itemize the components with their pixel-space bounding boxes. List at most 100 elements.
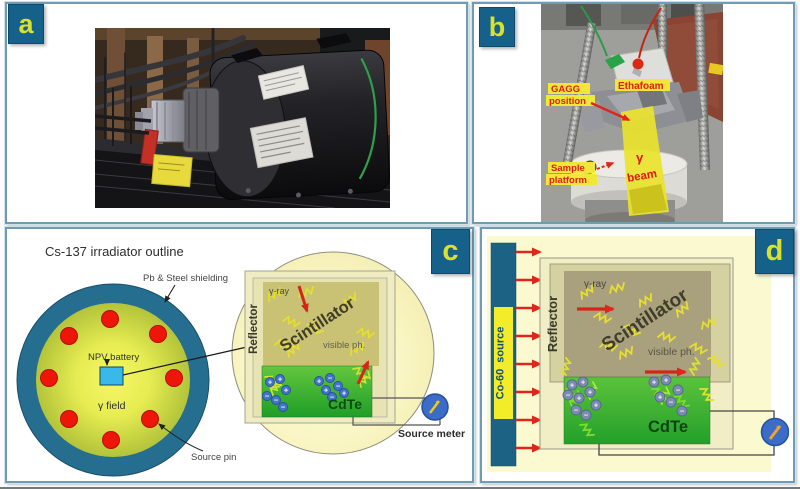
svg-text:+: +	[577, 394, 582, 403]
irradiator-drum	[204, 33, 390, 200]
gamma-ray-arrow	[297, 285, 309, 313]
panel-a	[5, 2, 468, 224]
rail-rods	[95, 86, 152, 146]
svg-text:−: −	[574, 406, 579, 415]
svg-text:Ethafoam: Ethafoam	[618, 81, 664, 92]
red-clip	[632, 58, 644, 70]
plus-charge-icon: +	[590, 399, 602, 411]
source-pin-label: Source pin	[191, 452, 236, 463]
plus-charge-icon: +	[265, 377, 275, 387]
minus-charge-icon: −	[580, 409, 592, 421]
minus-charge-icon: −	[325, 373, 335, 383]
minus-charge-icon: −	[676, 405, 688, 417]
svg-text:+: +	[342, 389, 347, 398]
cdte-label: CdTe	[328, 396, 362, 412]
panel-label-d: d	[755, 229, 794, 274]
minus-charge-icon: −	[271, 395, 281, 405]
svg-text:−: −	[328, 374, 333, 383]
yellow-note	[151, 153, 193, 188]
source-pins	[40, 310, 183, 449]
svg-text:−: −	[265, 392, 270, 401]
co60-diagram: Co-60 source	[487, 236, 789, 472]
svg-text:+: +	[581, 378, 586, 387]
scintillator-block	[263, 282, 379, 366]
minus-charge-icon: −	[327, 392, 337, 402]
plus-charge-icon: +	[573, 392, 585, 404]
plus-charge-icon: +	[566, 379, 578, 391]
shielding-label: Pb & Steel shielding	[143, 273, 228, 284]
svg-text:+: +	[588, 388, 593, 397]
green-clip	[605, 54, 625, 69]
svg-text:+: +	[284, 386, 289, 395]
plus-charge-icon: +	[281, 385, 291, 395]
drum-label-small	[257, 64, 310, 100]
svg-text:+: +	[268, 378, 273, 387]
source-meter-icon	[421, 393, 449, 421]
plus-charge-icon: +	[339, 388, 349, 398]
svg-text:−: −	[336, 382, 341, 391]
panel-b: GAGG position Ethafoam Sample platform γ…	[472, 2, 795, 224]
panel-label-c: c	[431, 229, 470, 274]
sample-platform-label: Sample platform	[546, 162, 597, 186]
sample-platform-arrow	[596, 162, 615, 170]
svg-text:−: −	[584, 411, 589, 420]
panel-c-title: Cs-137 irradiator outline	[45, 244, 184, 259]
svg-text:+: +	[658, 393, 663, 402]
plus-charge-icon: +	[584, 386, 596, 398]
shielding-arrow	[164, 284, 176, 303]
source-pin-arrow	[158, 423, 204, 452]
green-lead-wire	[580, 5, 608, 57]
experiment-photo: GAGG position Ethafoam Sample platform γ…	[541, 4, 723, 222]
plus-charge-icon: +	[577, 376, 589, 388]
panel-label-b: b	[479, 7, 515, 47]
gamma-ray-label: γ-ray	[269, 286, 289, 296]
drum-label-warning	[249, 117, 314, 169]
plus-charge-icon: +	[275, 374, 285, 384]
svg-text:−: −	[680, 407, 685, 416]
gamma-beam-arrows	[516, 247, 542, 453]
plus-charge-icon: +	[654, 391, 666, 403]
meter-wires	[598, 410, 775, 456]
svg-text:+: +	[594, 401, 599, 410]
minus-charge-icon: −	[562, 389, 574, 401]
battery-detector-line	[122, 346, 248, 376]
svg-text:+: +	[664, 376, 669, 385]
svg-text:Sample: Sample	[551, 163, 585, 174]
svg-text:−: −	[566, 391, 571, 400]
yellow-tool	[708, 62, 723, 76]
red-lead-wire	[638, 7, 662, 59]
cs137-diagram: Cs-137 irradiator outline NPV battery γ …	[16, 244, 465, 477]
reflector-label: Reflector	[248, 304, 260, 354]
gamma-ray-label: γ-ray	[584, 279, 606, 290]
svg-text:−: −	[330, 393, 335, 402]
gamma-beam-label-beam: beam	[626, 168, 658, 185]
npv-battery-label: NPV battery	[88, 352, 139, 363]
reflector-label: Reflector	[545, 296, 560, 352]
svg-text:+: +	[324, 386, 329, 395]
plus-charge-icon: +	[314, 376, 324, 386]
visible-photon-label: visible ph.	[648, 346, 695, 358]
source-meter-label: Source meter	[398, 428, 465, 440]
threaded-rod	[694, 4, 710, 171]
plus-charge-icon: +	[321, 385, 331, 395]
minus-charge-icon: −	[570, 404, 582, 416]
cdte-label: CdTe	[648, 418, 688, 436]
svg-text:+: +	[652, 378, 657, 387]
photon-arrow	[356, 360, 370, 385]
co60-label-plate	[494, 307, 513, 419]
co60-source-label: Co-60 source	[495, 327, 507, 400]
svg-text:−: −	[669, 398, 674, 407]
panel-c: Cs-137 irradiator outline NPV battery γ …	[5, 227, 474, 483]
svg-text:+: +	[278, 375, 283, 384]
plus-charge-icon: +	[660, 374, 672, 386]
plus-charge-icon: +	[648, 376, 660, 388]
gagg-label-line2: position	[549, 96, 586, 107]
svg-text:−: −	[274, 396, 279, 405]
svg-text:−: −	[281, 403, 286, 412]
panel-label-a: a	[8, 4, 44, 44]
gagg-arrow	[590, 101, 631, 122]
svg-text:platform: platform	[549, 175, 587, 186]
gagg-position-label: GAGG position	[546, 83, 595, 107]
gamma-field-label: γ field	[98, 400, 126, 412]
